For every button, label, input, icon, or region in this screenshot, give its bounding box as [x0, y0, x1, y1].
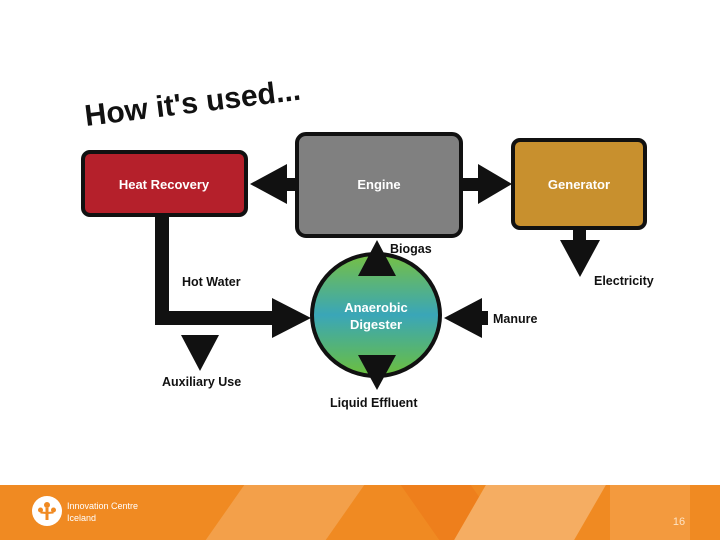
arrow-biogas: [358, 240, 396, 276]
heat-recovery-label: Heat Recovery: [119, 177, 210, 192]
footer-stripe: [610, 485, 690, 540]
manure-label: Manure: [493, 312, 538, 326]
tree-people-icon: [32, 496, 62, 526]
footer-band: [0, 485, 720, 540]
generator-label: Generator: [548, 177, 610, 192]
process-diagram: How it's used... Heat Recovery Engine Ge…: [81, 74, 654, 410]
auxiliary-use-label: Auxiliary Use: [162, 375, 241, 389]
footer-stripe: [205, 485, 365, 540]
arrow-auxiliary-use: [181, 335, 219, 371]
organization-name: Innovation Centre Iceland: [67, 500, 177, 524]
hot-water-pipe: [155, 215, 311, 338]
org-name-line1: Innovation Centre: [67, 501, 139, 511]
arrow-electricity: [560, 228, 600, 277]
digester-label-line2: Digester: [350, 317, 402, 332]
engine-label: Engine: [357, 177, 400, 192]
arrow-engine-to-generator: [461, 164, 512, 204]
page-number: 16: [672, 516, 686, 528]
electricity-label: Electricity: [594, 274, 654, 288]
arrow-liquid-effluent: [358, 355, 396, 390]
arrow-engine-to-heat-recovery: [250, 164, 297, 204]
biogas-label: Biogas: [390, 242, 432, 256]
arrow-manure: [444, 298, 488, 338]
slide-title: How it's used...: [83, 74, 303, 133]
liquid-effluent-label: Liquid Effluent: [330, 396, 418, 410]
hot-water-label: Hot Water: [182, 275, 241, 289]
org-name-line2: Iceland: [67, 513, 97, 523]
digester-label-line1: Anaerobic: [344, 300, 408, 315]
